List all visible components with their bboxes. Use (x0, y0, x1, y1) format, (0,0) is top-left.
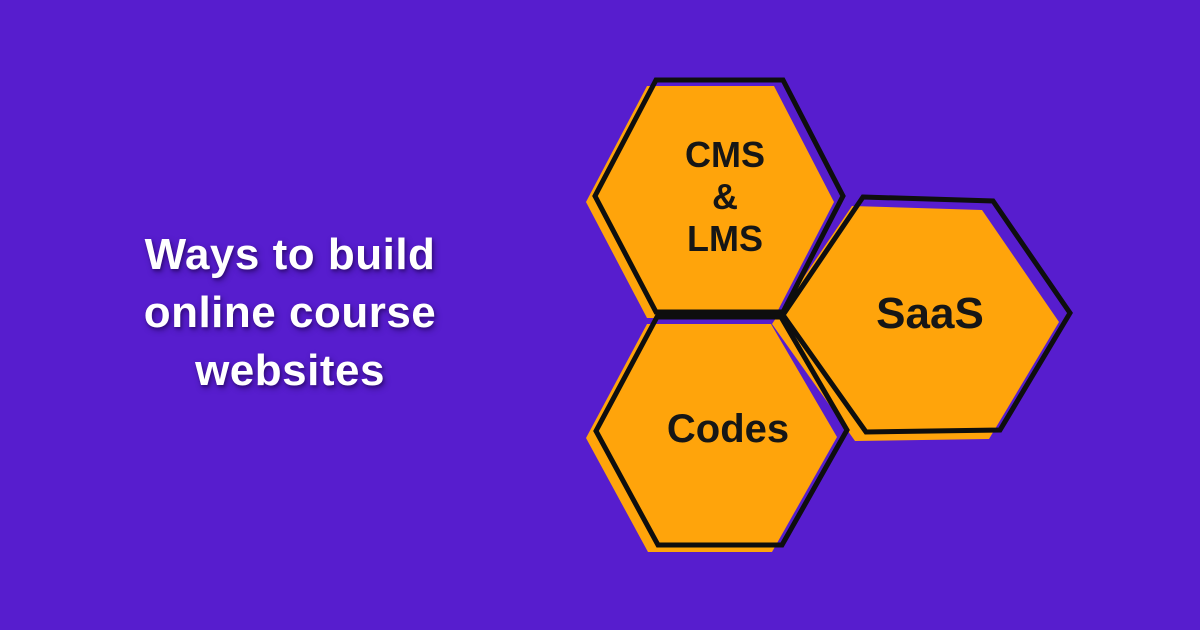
cms-lms-line-1: CMS (685, 134, 765, 175)
title-line-2: online course (143, 288, 437, 337)
hexagon-label-saas: SaaS (876, 289, 984, 338)
title-line-3: websites (195, 346, 385, 395)
cms-lms-line-3: LMS (687, 218, 763, 259)
hexagon-codes-outline (593, 314, 850, 548)
hexagon-codes-fill (586, 324, 837, 552)
cms-lms-line-2: & (712, 176, 738, 217)
hexagon-saas-fill (772, 206, 1059, 441)
hexagon-saas-outline (779, 194, 1073, 435)
title-line-1: Ways to build (144, 230, 436, 279)
page-title: Ways to build online course websites (40, 226, 540, 400)
hexagon-label-codes: Codes (666, 407, 790, 451)
hexagon-cms-lms-fill (586, 86, 834, 318)
hexagon-label-cms-lms: CMS & LMS (625, 134, 825, 260)
